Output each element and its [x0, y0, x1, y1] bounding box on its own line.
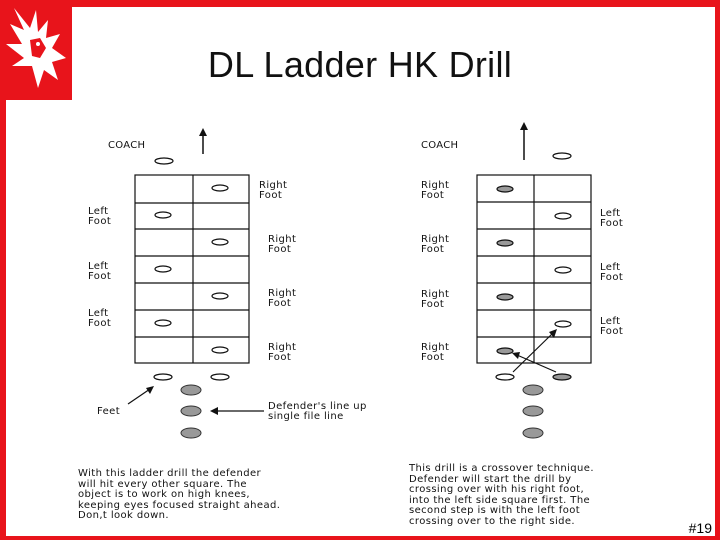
crossover-arrowhead-2: [549, 329, 557, 338]
left-defenders: [180, 384, 202, 439]
left-right-foot-label-3: Right: [268, 288, 296, 299]
right-left-foot-label-2: Left: [600, 262, 620, 273]
right-border: [715, 0, 720, 540]
left-right-foot-label-3b: Foot: [268, 298, 291, 309]
feet-arrow: [127, 388, 151, 405]
right-drill-diagram: COACH: [421, 122, 623, 439]
footprint-marker: [211, 184, 229, 192]
left-right-foot-label-4: Right: [268, 342, 296, 353]
right-coach-marker: [552, 152, 572, 160]
feet-label: Feet: [97, 406, 120, 417]
defender-marker: [522, 427, 544, 439]
footprint-marker: [554, 266, 572, 274]
footprint-marker: [154, 265, 172, 273]
right-right-foot-label-4b: Foot: [421, 352, 444, 363]
right-footprints: [495, 185, 572, 381]
left-drill-description: With this ladder drill the defender will…: [78, 468, 281, 522]
left-footprints: [153, 184, 230, 381]
right-left-foot-label-1b: Foot: [600, 218, 623, 229]
top-border: [0, 0, 720, 7]
left-left-foot-label-2: Left: [88, 261, 108, 272]
bottom-border: [0, 536, 720, 540]
right-left-foot-label-3: Left: [600, 316, 620, 327]
footprint-marker: [554, 320, 572, 328]
crossover-arrowhead-1: [512, 352, 520, 359]
shaded-footprint-marker: [496, 293, 514, 301]
crossover-arrow-1: [516, 354, 557, 373]
footprint-marker: [211, 346, 229, 354]
defender-marker: [522, 384, 544, 396]
left-ladder: [134, 174, 250, 364]
description-line: crossing over to the right side.: [409, 515, 575, 527]
start-foot-marker: [495, 373, 515, 381]
description-line: into the left side square first. The: [409, 494, 591, 506]
defender-marker: [180, 405, 202, 417]
defenders-label-2: single file line: [268, 411, 344, 422]
defenders-arrowhead: [210, 407, 218, 415]
description-line: With this ladder drill the defender: [78, 468, 262, 479]
eagle-logo-icon: [0, 0, 72, 100]
right-right-foot-label-3: Right: [421, 289, 449, 300]
defender-marker: [180, 427, 202, 439]
left-left-foot-label-1: Left: [88, 206, 108, 217]
left-coach-marker: [154, 157, 174, 165]
left-left-foot-label-1b: Foot: [88, 216, 111, 227]
left-direction-arrowhead: [199, 128, 207, 136]
right-right-foot-label-1b: Foot: [421, 190, 444, 201]
left-right-foot-label-4b: Foot: [268, 352, 291, 363]
left-right-foot-label-1: Right: [259, 180, 287, 191]
left-border: [0, 0, 6, 540]
defender-marker: [180, 384, 202, 396]
description-line: This drill is a crossover technique.: [409, 463, 594, 474]
shaded-footprint-marker: [496, 185, 514, 193]
left-coach-label: COACH: [108, 140, 145, 151]
feet-arrowhead: [146, 386, 154, 394]
defender-marker: [522, 405, 544, 417]
start-foot-marker: [210, 373, 230, 381]
footprint-marker: [554, 212, 572, 220]
left-right-foot-label-1b: Foot: [259, 190, 282, 201]
right-right-foot-label-4: Right: [421, 342, 449, 353]
start-foot-marker: [153, 373, 173, 381]
footprint-marker: [211, 238, 229, 246]
footprint-marker: [211, 292, 229, 300]
page-number: #19: [688, 520, 712, 536]
description-line: keeping eyes focused straight ahead.: [78, 499, 281, 511]
description-line: Defender will start the drill by: [409, 473, 572, 485]
right-right-foot-label-1: Right: [421, 180, 449, 191]
right-drill-description: This drill is a crossover technique. Def…: [409, 463, 594, 527]
footprint-marker: [154, 319, 172, 327]
left-left-foot-label-3: Left: [88, 308, 108, 319]
right-right-foot-label-2: Right: [421, 234, 449, 245]
left-right-foot-label-2: Right: [268, 234, 296, 245]
left-right-foot-label-2b: Foot: [268, 244, 291, 255]
right-left-foot-label-2b: Foot: [600, 272, 623, 283]
right-left-foot-label-3b: Foot: [600, 326, 623, 337]
shaded-footprint-marker: [496, 239, 514, 247]
shaded-footprint-marker: [496, 347, 514, 355]
footprint-marker: [154, 211, 172, 219]
right-coach-label: COACH: [421, 140, 458, 151]
right-ladder: [476, 174, 592, 364]
description-line: crossing over with his right foot,: [409, 484, 585, 495]
left-left-foot-label-3b: Foot: [88, 318, 111, 329]
left-left-foot-label-2b: Foot: [88, 271, 111, 282]
right-left-foot-label-1: Left: [600, 208, 620, 219]
crossover-arrow-2: [512, 332, 554, 373]
left-drill-diagram: COACH: [88, 128, 367, 439]
description-line: object is to work on high knees,: [78, 489, 250, 500]
description-line: second step is with the left foot: [409, 505, 581, 516]
defenders-label-1: Defender's line up: [268, 401, 367, 412]
right-right-foot-label-3b: Foot: [421, 299, 444, 310]
description-line: will hit every other square. The: [78, 478, 247, 490]
right-defenders: [522, 384, 544, 439]
right-right-foot-label-2b: Foot: [421, 244, 444, 255]
start-foot-marker: [552, 373, 572, 381]
description-line: Don,t look down.: [78, 510, 169, 521]
slide-title: DL Ladder HK Drill: [207, 44, 513, 85]
right-direction-arrowhead: [520, 122, 528, 130]
